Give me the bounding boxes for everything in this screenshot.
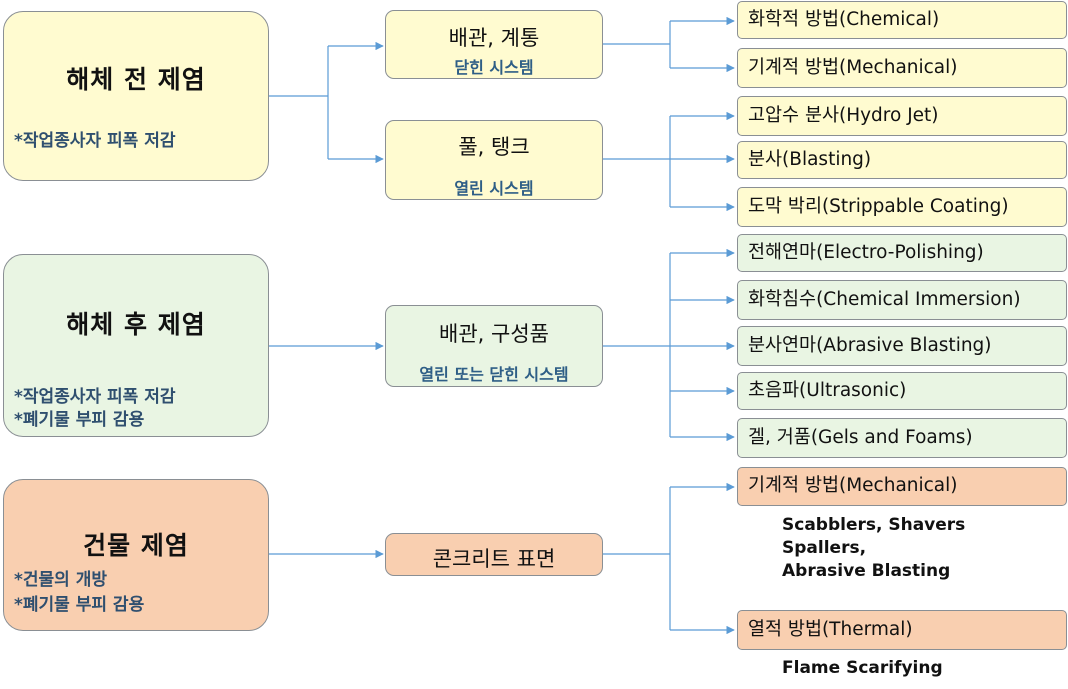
target-pool-title: 풀, 탱크 xyxy=(458,135,530,159)
method-gels-foams: 겔, 거품(Gels and Foams) xyxy=(737,418,1067,458)
category-post-dismantling: 해체 후 제염 *작업종사자 피폭 저감 *폐기물 부피 감용 xyxy=(3,254,269,437)
target-concrete-title: 콘크리트 표면 xyxy=(432,547,556,571)
target-piping: 배관, 계통 닫힌 시스템 xyxy=(385,10,603,79)
method-hydro-jet: 고압수 분사(Hydro Jet) xyxy=(737,96,1067,136)
method-ultrasonic: 초음파(Ultrasonic) xyxy=(737,372,1067,410)
category-building-title: 건물 제염 xyxy=(83,531,189,560)
detail-mechanical-3: Abrasive Blasting xyxy=(782,561,951,581)
category-pre-note-1: *작업종사자 피폭 저감 xyxy=(14,131,176,151)
target-components: 배관, 구성품 열린 또는 닫힌 시스템 xyxy=(385,305,603,387)
detail-mechanical-2: Spallers, xyxy=(782,538,867,558)
target-concrete: 콘크리트 표면 xyxy=(385,533,603,576)
method-electro-polishing: 전해연마(Electro-Polishing) xyxy=(737,234,1067,272)
method-blasting: 분사(Blasting) xyxy=(737,141,1067,179)
category-building-note-2: *폐기물 부피 감용 xyxy=(14,595,145,615)
target-piping-subtitle: 닫힌 시스템 xyxy=(454,58,534,77)
method-strippable-coating: 도막 박리(Strippable Coating) xyxy=(737,187,1067,227)
category-building-note-1: *건물의 개방 xyxy=(14,570,108,590)
target-piping-title: 배관, 계통 xyxy=(448,26,540,50)
category-pre-title: 해체 전 제염 xyxy=(66,65,206,94)
method-thermal: 열적 방법(Thermal) xyxy=(737,610,1067,650)
target-components-subtitle: 열린 또는 닫힌 시스템 xyxy=(419,365,569,384)
target-pool-subtitle: 열린 시스템 xyxy=(454,179,534,198)
category-post-title: 해체 후 제염 xyxy=(66,310,206,339)
target-pool: 풀, 탱크 열린 시스템 xyxy=(385,120,603,200)
category-building: 건물 제염 *건물의 개방 *폐기물 부피 감용 xyxy=(3,479,269,631)
method-building-mechanical: 기계적 방법(Mechanical) xyxy=(737,467,1067,506)
method-mechanical: 기계적 방법(Mechanical) xyxy=(737,48,1067,88)
method-chemical-immersion: 화학침수(Chemical Immersion) xyxy=(737,280,1067,320)
method-abrasive-blasting: 분사연마(Abrasive Blasting) xyxy=(737,326,1067,366)
category-post-note-2: *폐기물 부피 감용 xyxy=(14,410,145,430)
category-pre-dismantling: 해체 전 제염 *작업종사자 피폭 저감 xyxy=(3,11,269,181)
category-post-note-1: *작업종사자 피폭 저감 xyxy=(14,387,176,407)
detail-thermal-1: Flame Scarifying xyxy=(782,658,943,678)
method-chemical: 화학적 방법(Chemical) xyxy=(737,1,1067,39)
target-components-title: 배관, 구성품 xyxy=(439,322,549,346)
detail-mechanical-1: Scabblers, Shavers xyxy=(782,515,966,535)
